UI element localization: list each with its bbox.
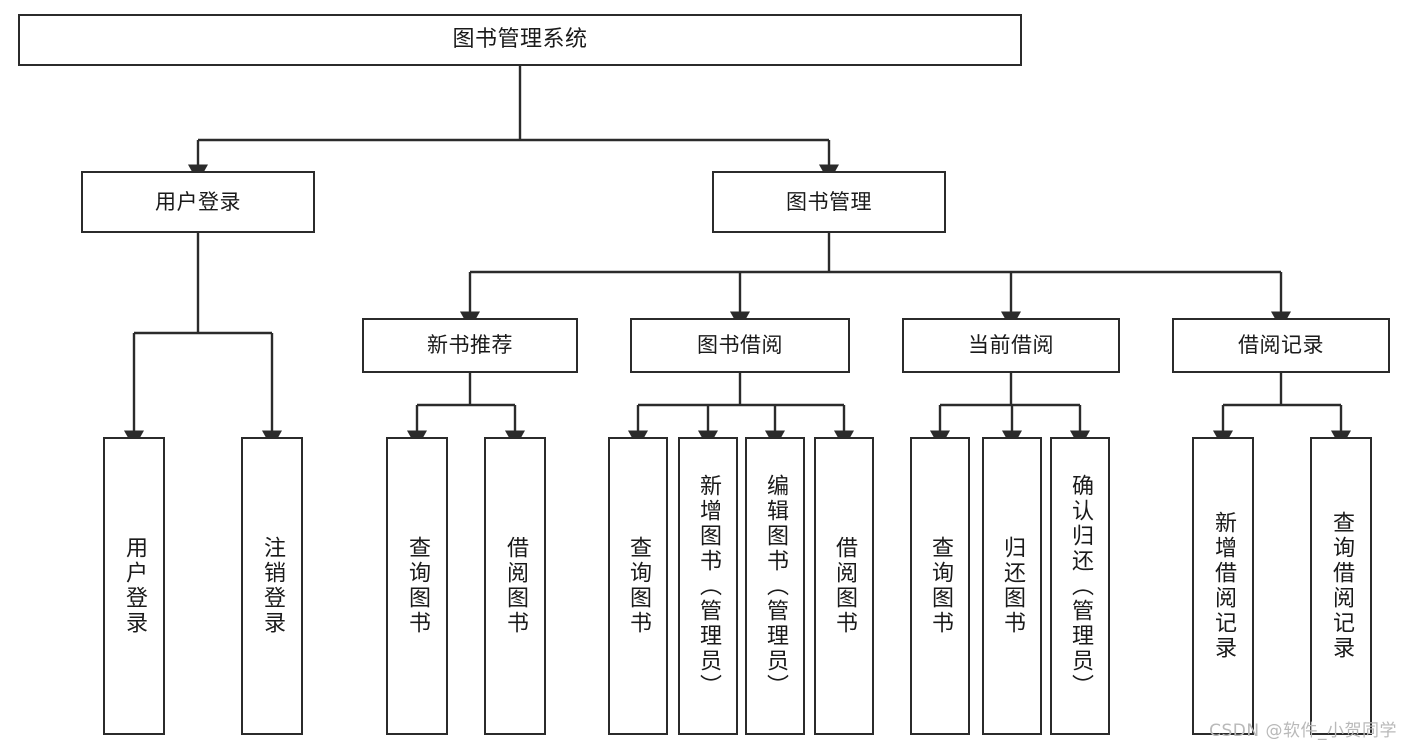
node-label: 查询图书 [928, 536, 953, 636]
node-leaf-rec-1[interactable]: 新增借阅记录 [1192, 437, 1254, 735]
node-bookmgmt[interactable]: 图书管理 [712, 171, 946, 233]
node-leaf-cur-3[interactable]: 确认归还（管理员） [1050, 437, 1110, 735]
node-leaf-borrow-4[interactable]: 借阅图书 [814, 437, 874, 735]
node-leaf-new-2[interactable]: 借阅图书 [484, 437, 546, 735]
node-root[interactable]: 图书管理系统 [18, 14, 1022, 66]
node-label: 新增借阅记录 [1211, 511, 1236, 661]
node-label: 查询借阅记录 [1329, 511, 1354, 661]
node-label: 图书管理 [786, 189, 872, 214]
node-borrow[interactable]: 图书借阅 [630, 318, 850, 373]
node-label: 归还图书 [1000, 536, 1025, 636]
node-current[interactable]: 当前借阅 [902, 318, 1120, 373]
node-label: 借阅图书 [503, 536, 528, 636]
node-records[interactable]: 借阅记录 [1172, 318, 1390, 373]
node-leaf-borrow-1[interactable]: 查询图书 [608, 437, 668, 735]
node-label: 图书借阅 [697, 333, 783, 358]
node-label: 用户登录 [155, 189, 241, 214]
node-label: 编辑图书（管理员） [763, 473, 788, 699]
node-leaf-login-1[interactable]: 用户登录 [103, 437, 165, 735]
node-label: 查询图书 [626, 536, 651, 636]
node-leaf-cur-1[interactable]: 查询图书 [910, 437, 970, 735]
node-login[interactable]: 用户登录 [81, 171, 315, 233]
node-label: 借阅图书 [832, 536, 857, 636]
node-label: 图书管理系统 [452, 27, 588, 53]
node-label: 确认归还（管理员） [1068, 473, 1093, 699]
node-leaf-new-1[interactable]: 查询图书 [386, 437, 448, 735]
node-newbook[interactable]: 新书推荐 [362, 318, 578, 373]
node-leaf-borrow-2[interactable]: 新增图书（管理员） [678, 437, 738, 735]
node-label: 当前借阅 [968, 333, 1054, 358]
node-leaf-login-2[interactable]: 注销登录 [241, 437, 303, 735]
node-label: 注销登录 [260, 536, 285, 636]
node-label: 借阅记录 [1238, 333, 1324, 358]
node-leaf-rec-2[interactable]: 查询借阅记录 [1310, 437, 1372, 735]
node-leaf-cur-2[interactable]: 归还图书 [982, 437, 1042, 735]
node-label: 新书推荐 [427, 333, 513, 358]
node-label: 查询图书 [405, 536, 430, 636]
node-label: 新增图书（管理员） [696, 473, 721, 699]
node-label: 用户登录 [122, 536, 147, 636]
node-leaf-borrow-3[interactable]: 编辑图书（管理员） [745, 437, 805, 735]
csdn-watermark: CSDN @软件_小贺同学 [1209, 721, 1397, 741]
